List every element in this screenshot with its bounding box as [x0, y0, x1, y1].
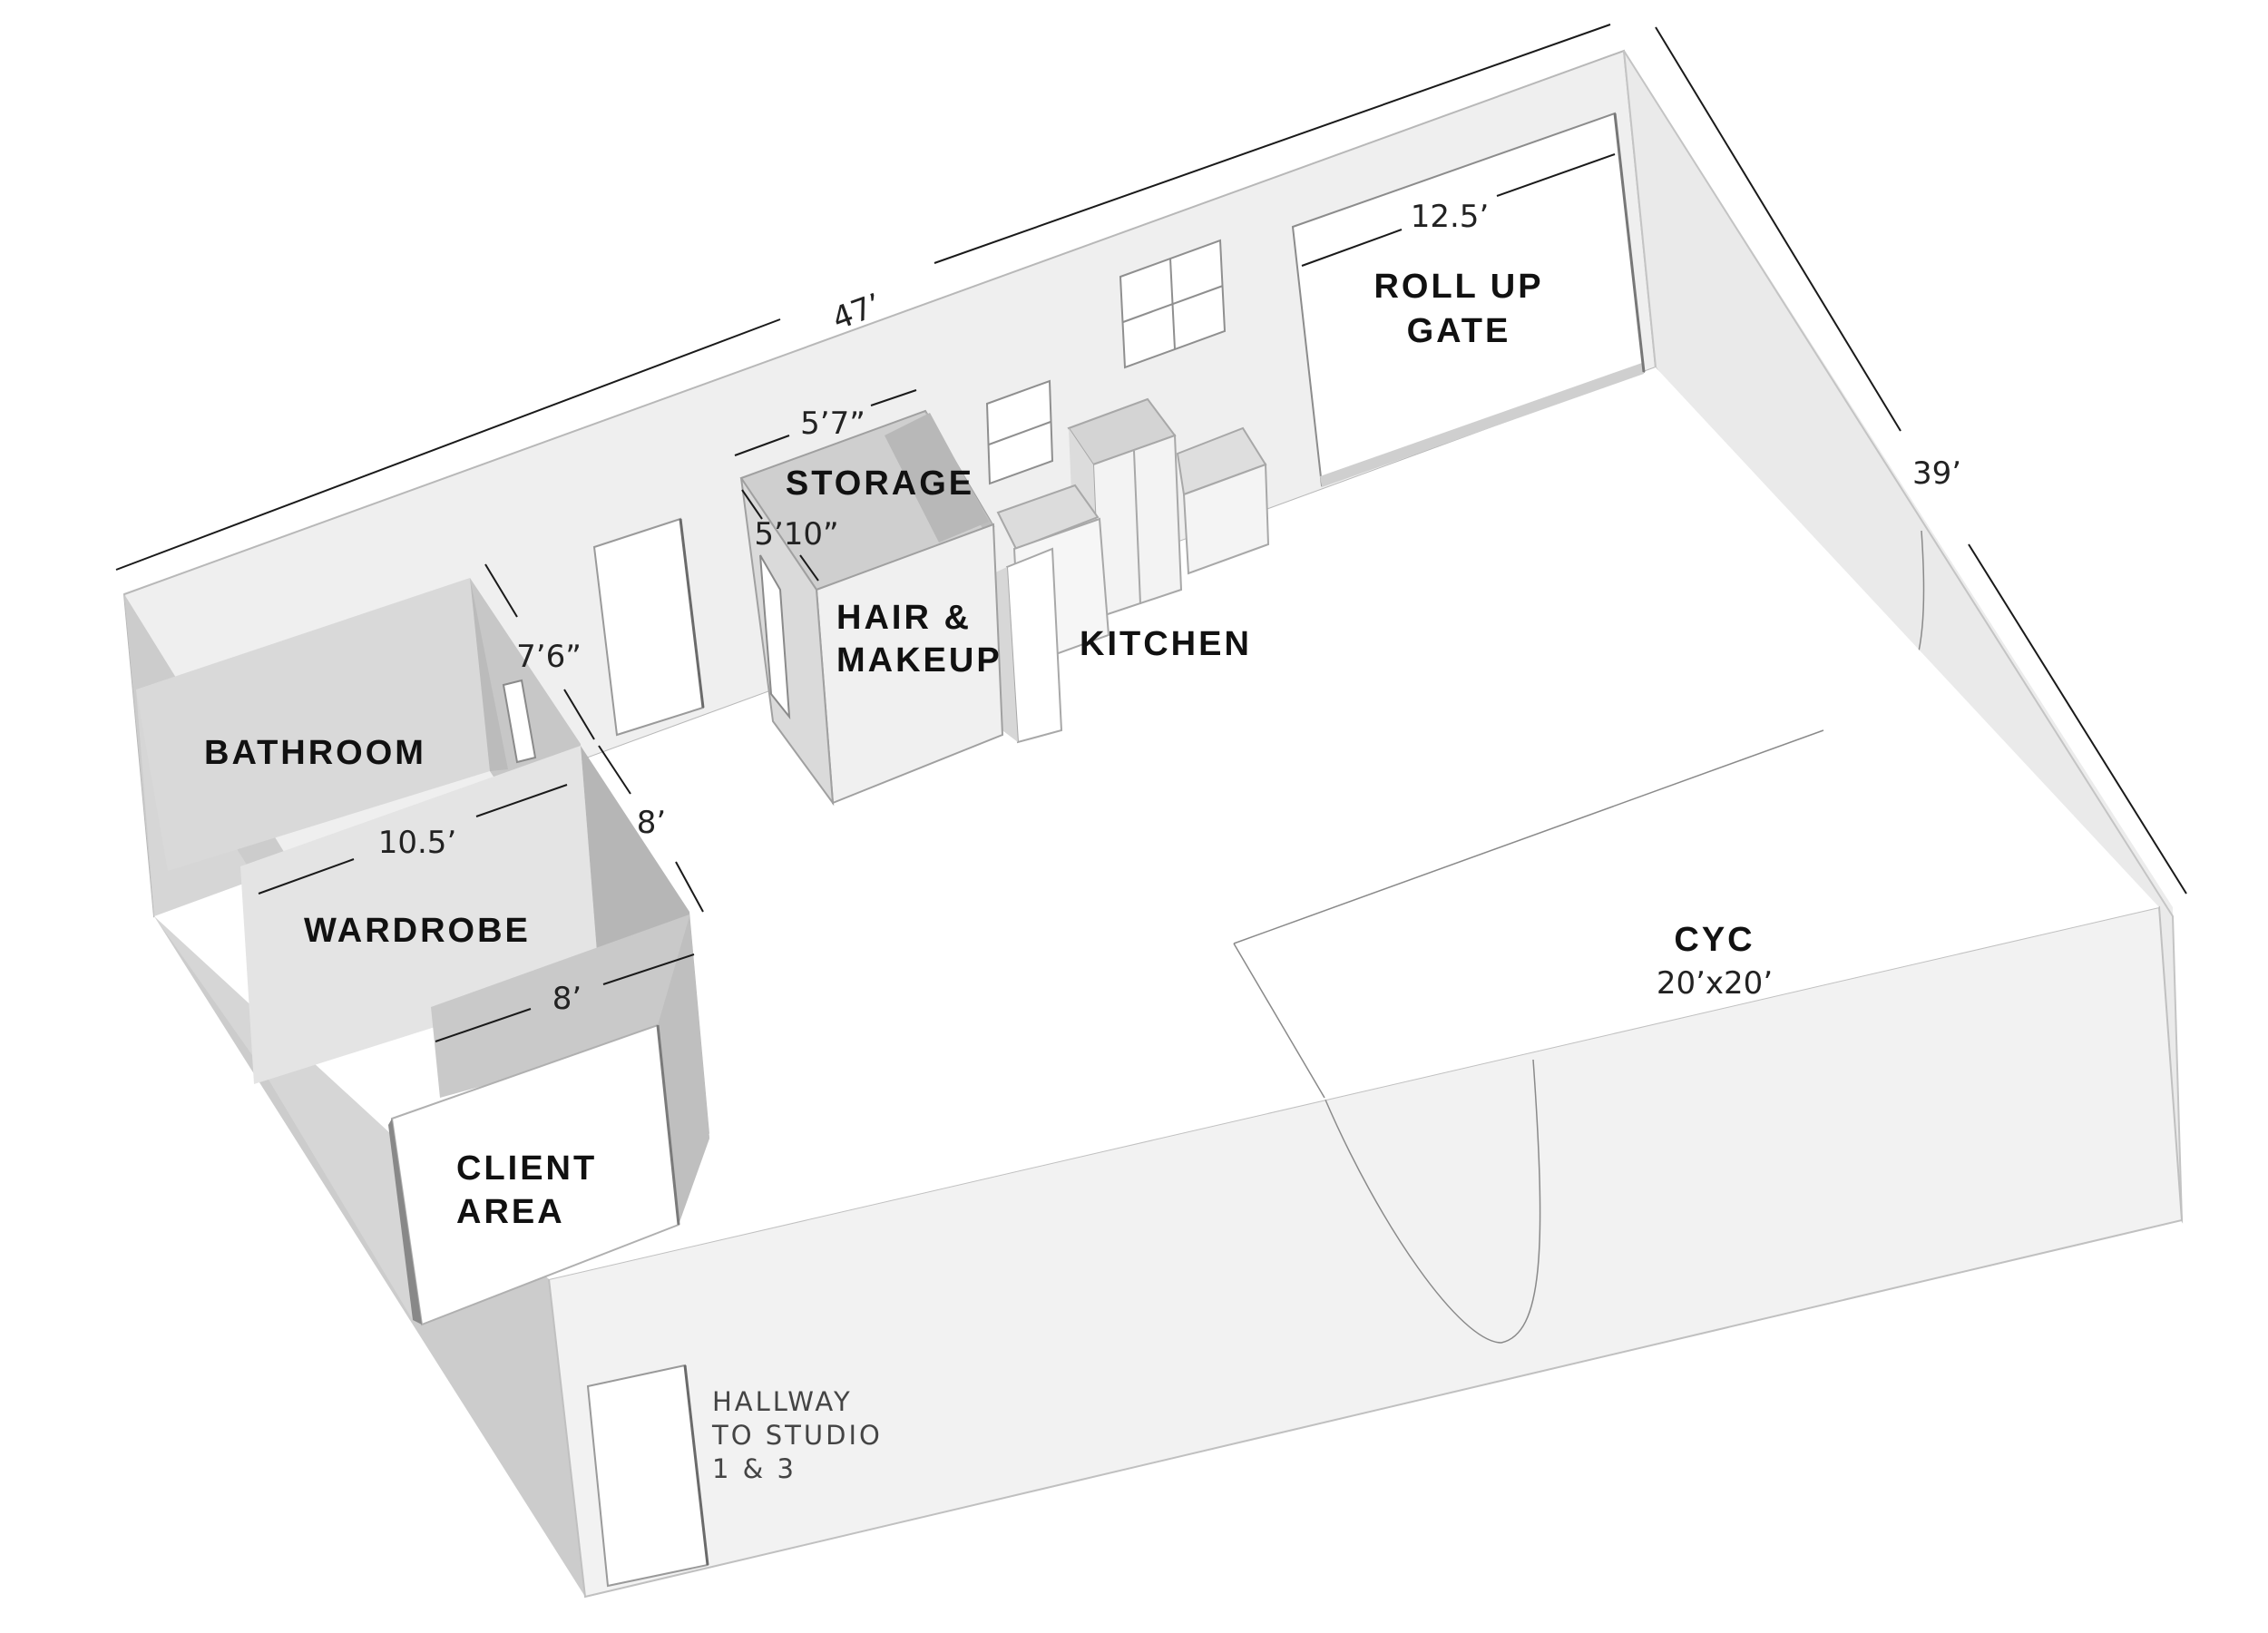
dim-line-client-b: [602, 953, 695, 985]
client-area-block: [388, 914, 709, 1326]
bathroom-depth-label: 7’6”: [516, 639, 582, 675]
dim-line-47b: [934, 24, 1611, 264]
back-door-frame: [679, 518, 705, 709]
hair-makeup-label: HAIR &: [836, 599, 972, 637]
dim-line-client-a: [435, 1008, 532, 1042]
hallway-label-3: 1 & 3: [712, 1453, 797, 1484]
kitchen-label: KITCHEN: [1080, 625, 1252, 663]
client-area-label: CLIENT: [456, 1149, 597, 1188]
wardrobe-depth-label: 8’: [637, 805, 666, 841]
dim-line-ward-d-b: [675, 861, 704, 913]
overall-width-label: 39’: [1912, 455, 1961, 492]
wardrobe-width-label: 10.5’: [378, 825, 457, 861]
client-area-label-2: AREA: [456, 1193, 565, 1231]
hallway-label: HALLWAY: [712, 1386, 853, 1417]
cyc-front-curve: [1324, 1059, 1541, 1344]
hair-makeup-label-2: MAKEUP: [836, 641, 1002, 680]
dim-line-39b: [1968, 543, 2187, 895]
dim-line-bath-b: [563, 689, 595, 740]
roll-up-gate-sill: [1320, 363, 1644, 487]
client-area-width-label: 8’: [552, 981, 582, 1017]
roll-up-gate-frame: [1613, 112, 1646, 373]
roll-up-gate-width-label: 12.5’: [1411, 199, 1490, 235]
storage-block: [739, 409, 1004, 807]
roll-up-gate-label-2: GATE: [1407, 312, 1511, 350]
cyc-floor-edge: [1233, 943, 1325, 1099]
dim-line-gate-a: [1301, 229, 1403, 267]
window-large: [1119, 239, 1227, 369]
hallway-label-2: TO STUDIO: [711, 1420, 883, 1451]
dim-line-storage-w-b: [870, 389, 917, 406]
dim-line-ward-w-b: [475, 784, 568, 817]
dim-line-47: [115, 318, 781, 571]
kitchen-fixtures: [978, 397, 1270, 744]
bathroom-label: BATHROOM: [204, 734, 426, 772]
window-small: [985, 379, 1054, 485]
wardrobe-label: WARDROBE: [304, 912, 531, 950]
cyc-floor-outline: [1233, 729, 1824, 944]
dim-line-storage-d2: [799, 554, 819, 582]
dim-line-ward-w-a: [258, 858, 355, 895]
dim-line-storage-w-a: [734, 435, 790, 456]
roll-up-gate-label: ROLL UP: [1374, 268, 1543, 306]
dim-line-gate-b: [1496, 153, 1616, 197]
dim-line-bath-a: [484, 563, 518, 618]
dim-line-ward-d-a: [598, 745, 631, 795]
storage-width-label: 5’7”: [800, 406, 865, 442]
hallway-door-frame: [683, 1364, 709, 1566]
storage-depth-label: 5’10”: [754, 516, 838, 552]
storage-label: STORAGE: [786, 464, 974, 503]
dim-line-storage-d: [741, 489, 763, 520]
cyc-label: CYC: [1674, 921, 1755, 959]
dim-line-39: [1655, 26, 1901, 432]
cyc-size-label: 20’x20’: [1657, 965, 1773, 1002]
